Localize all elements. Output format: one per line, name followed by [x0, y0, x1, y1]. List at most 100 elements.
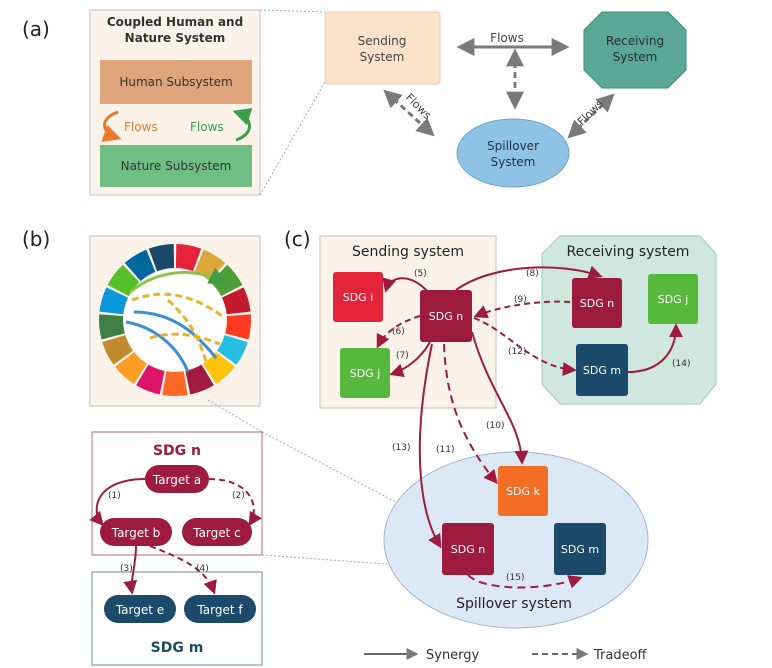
target-f-label: Target f: [196, 603, 243, 617]
sdg-wheel-segment: [217, 335, 248, 365]
zoom-line-bottom: [259, 81, 326, 196]
legend: Synergy Tradeoff: [364, 648, 648, 663]
label-9: (9): [514, 295, 527, 305]
receiving-sdg-j: [648, 274, 698, 324]
target-c-label: Target c: [192, 526, 241, 540]
arrow-2: [208, 478, 262, 527]
arrow-6: [376, 315, 421, 349]
sending-system-box: [324, 11, 441, 85]
receiving-system-box: [583, 11, 687, 89]
arrow-15: [467, 574, 583, 589]
sdg-wheel-segment: [99, 287, 129, 315]
label-11: (11): [436, 445, 454, 455]
sdg-wheel-segment: [107, 264, 140, 297]
zoom-line-b-1: [207, 399, 263, 433]
spillover-sdg-k-label: SDG k: [506, 485, 540, 498]
wheel-arrow-yellow-1: [131, 292, 223, 318]
spillover-sdg-n: [442, 523, 494, 575]
spillover-sdg-m: [554, 523, 606, 575]
arrow-13: [418, 343, 442, 549]
spillover-system-title: Spillover system: [456, 596, 572, 612]
target-e-pill: [104, 595, 176, 623]
receiving-system-label-1: Receiving: [606, 34, 664, 48]
target-a-pill: [145, 465, 209, 493]
sending-system-label-1: Sending: [358, 34, 407, 48]
label-15: (15): [506, 573, 524, 583]
label-4: (4): [196, 564, 209, 574]
receiving-system-label-2: System: [613, 50, 658, 64]
arrow-5: [382, 277, 429, 293]
panel-label-c: (c): [284, 227, 311, 251]
sending-system-title: Sending system: [352, 244, 464, 260]
flows-left-label: Flows: [124, 120, 158, 134]
receiving-sdg-n: [572, 278, 622, 328]
arrow-7: [389, 341, 431, 378]
label-5: (5): [414, 269, 427, 279]
arrow-8: [455, 265, 603, 291]
sdg-wheel-segment: [148, 244, 175, 272]
flow-down-arrow: [101, 110, 122, 142]
label-1: (1): [108, 491, 121, 501]
zoom-line-b-2: [261, 431, 441, 526]
sending-sdg-n: [420, 290, 472, 342]
sdg-wheel-segment: [115, 352, 147, 384]
target-f-pill: [184, 595, 256, 623]
arrow-3: [123, 545, 138, 595]
receiving-sdg-j-label: SDG j: [658, 293, 689, 306]
sdg-wheel-segment: [221, 287, 251, 315]
arrow-1: [89, 478, 146, 527]
wheel-arrow-green: [129, 267, 228, 294]
label-14: (14): [672, 359, 690, 369]
sdg-wheel-segment: [124, 249, 156, 281]
sdg-m-title-b: SDG m: [151, 640, 204, 656]
spillover-sdg-k: [498, 466, 548, 516]
receiving-sdg-m: [576, 344, 628, 396]
label-8: (8): [526, 269, 539, 279]
sdg-n-title: SDG n: [153, 443, 201, 459]
panel-label-b: (b): [22, 227, 50, 251]
sdg-wheel-segment: [225, 314, 251, 340]
sending-sdg-n-label: SDG n: [429, 310, 463, 323]
label-7: (7): [396, 351, 409, 361]
coupled-title-line2: Nature System: [125, 31, 226, 45]
sdg-wheel-segment: [162, 371, 188, 396]
wheel-arrow-yellow-2: [149, 332, 221, 346]
arrow-14: [627, 323, 683, 373]
arrow-12: [473, 317, 577, 376]
legend-tradeoff-label: Tradeoff: [593, 648, 648, 663]
wheel-arrow-blue-1: [133, 310, 218, 359]
flow-up-arrow: [232, 108, 253, 142]
human-subsystem-label: Human Subsystem: [119, 75, 232, 89]
spillover-system-ellipse: [456, 118, 570, 188]
flows-right-label: Flows: [190, 120, 224, 134]
sending-sdg-j-label: SDG j: [350, 367, 381, 380]
flows-diag-left-arrow: [383, 89, 435, 137]
sdg-wheel-segment: [136, 364, 165, 395]
arrow-10: [471, 331, 529, 465]
sending-sdg-i: [333, 272, 383, 322]
flows-top-label: Flows: [490, 31, 524, 45]
panel-label-a: (a): [22, 17, 50, 41]
arrow-4: [149, 545, 217, 595]
panel-a: (a) Coupled Human and Nature System Huma…: [22, 9, 687, 196]
zoom-line-top: [259, 9, 326, 13]
flows-diag-left-label: Flows: [403, 91, 434, 122]
label-6: (6): [392, 327, 405, 337]
spillover-system-label-2: System: [491, 155, 536, 169]
label-13: (13): [392, 443, 410, 453]
target-e-label: Target e: [115, 603, 164, 617]
label-3: (3): [120, 564, 133, 574]
sdg-wheel-segment: [203, 352, 235, 384]
legend-synergy-label: Synergy: [426, 648, 480, 663]
arrow-11: [443, 343, 498, 485]
panel-b: (b) SDG n Target a Target b Target c (1)…: [22, 227, 441, 666]
receiving-sdg-n-label: SDG n: [580, 297, 614, 310]
spillover-sdg-n-label: SDG n: [451, 543, 485, 556]
nature-subsystem-box: [100, 145, 252, 187]
panel-c: (c) Spillover system Sending system Rece…: [284, 227, 717, 629]
sdg-wheel-segment: [102, 335, 133, 365]
sdg-wheel-segment: [175, 244, 202, 272]
coupled-title-line1: Coupled Human and: [107, 15, 243, 29]
human-subsystem-box: [100, 60, 252, 104]
